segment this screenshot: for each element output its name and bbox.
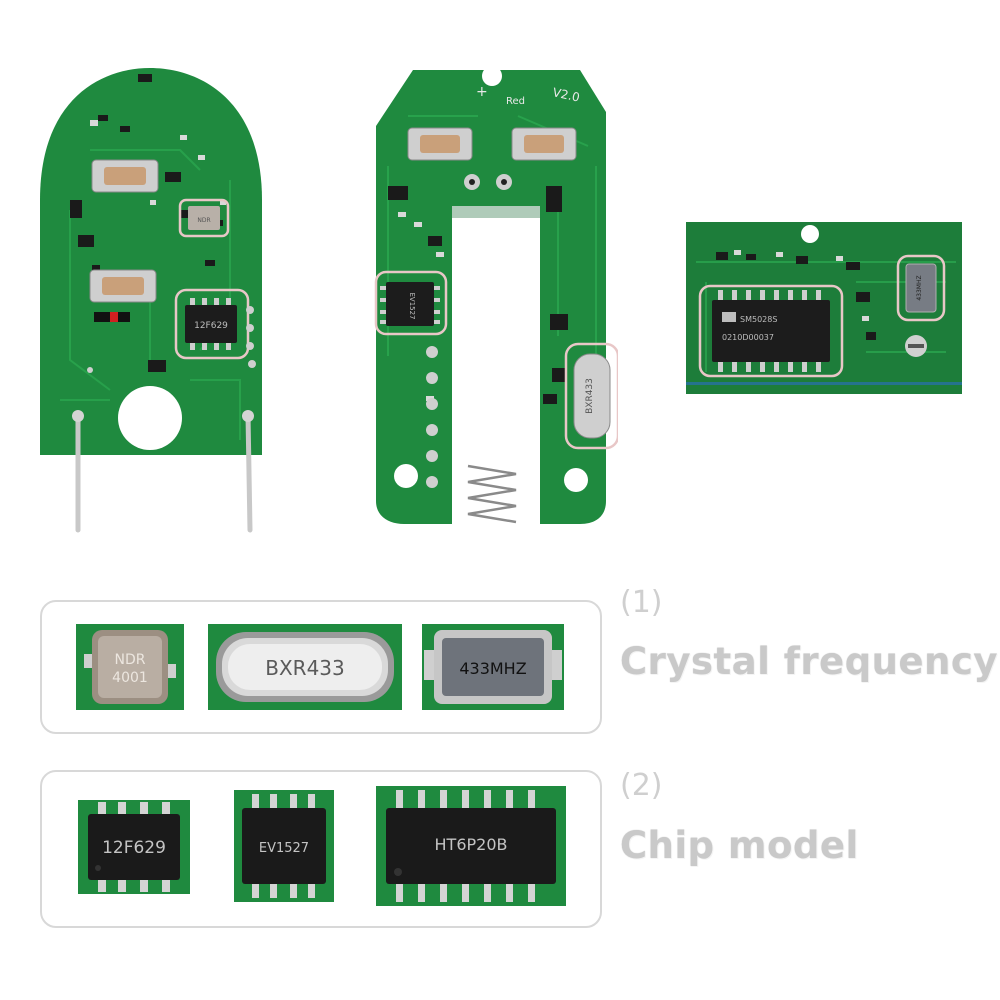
- board3-chip-line1: SM5028S: [740, 315, 777, 324]
- section-2-number: (2): [620, 768, 663, 803]
- board2-crystal-text: BXR433: [585, 378, 595, 414]
- crystal-ndr-line1: NDR: [115, 652, 146, 668]
- board2-red-label: Red: [506, 96, 525, 107]
- board2-plus: +: [476, 84, 488, 100]
- pcb-photo-1: NDR 12F629: [30, 60, 270, 540]
- chip-ht6p20b-text: HT6P20B: [435, 835, 508, 854]
- pcb-photo-2: + Red V2.0: [368, 56, 618, 536]
- chip-ev1527-thumb: EV1527: [234, 790, 334, 902]
- board3-chip-line2: 0210D00037: [722, 333, 774, 342]
- board3-crystal-text: 433MHZ: [916, 275, 923, 300]
- section-2-title: Chip model: [620, 824, 859, 867]
- chip-12f629-text: 12F629: [102, 838, 166, 858]
- board2-version: V2.0: [551, 85, 581, 104]
- section-1-number: (1): [620, 585, 663, 620]
- chip-ev1527-text: EV1527: [259, 841, 309, 856]
- crystal-ndr-thumb: NDR 4001: [76, 624, 184, 710]
- crystal-bxr433-thumb: BXR433: [208, 624, 402, 710]
- board1-crystal-text: NDR: [197, 217, 210, 224]
- pcb-photo-3: SM5028S 0210D00037 433MHZ: [686, 222, 962, 394]
- crystal-433mhz-text: 433MHZ: [459, 659, 526, 678]
- crystal-433mhz-thumb: 433MHZ: [422, 624, 564, 710]
- board1-chip-text: 12F629: [194, 321, 228, 331]
- board2-chip-text: EV1527: [408, 292, 416, 319]
- crystal-bxr433-text: BXR433: [265, 656, 345, 680]
- section-1-title: Crystal frequency: [620, 640, 999, 683]
- chip-12f629-thumb: 12F629: [78, 800, 190, 894]
- chip-ht6p20b-thumb: HT6P20B: [376, 786, 566, 906]
- crystal-ndr-line2: 4001: [112, 670, 148, 686]
